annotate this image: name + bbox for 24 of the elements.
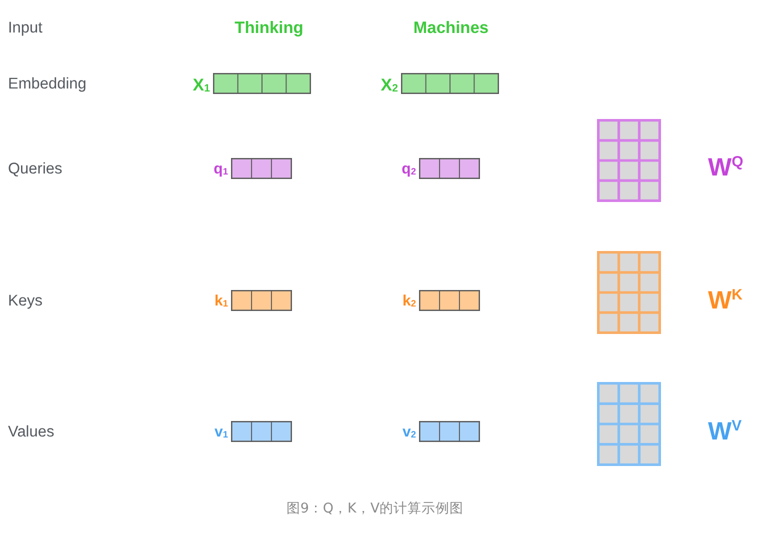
caption: 图9：Q，K，V的计算示例图 [286, 502, 464, 516]
row-label: Input [8, 20, 42, 36]
matrix-label: W$^{K}$ [708, 288, 742, 314]
matrix-grid [597, 382, 661, 466]
vector-strip [231, 290, 292, 311]
row-label: Values [8, 424, 54, 440]
matrix-label: W$^{V}$ [708, 420, 742, 444]
row-label: Embedding [8, 76, 86, 92]
matrix-grid [597, 119, 661, 202]
vector-strip [213, 73, 311, 94]
vector-strip [231, 158, 292, 179]
matrix-grid [597, 251, 661, 334]
matrix-label: W$^{Q}$ [708, 156, 744, 180]
vector-strip [419, 290, 480, 311]
vector-label: X$_{2}$ [380, 76, 398, 93]
vector-strip [231, 421, 292, 442]
word-label: Machines [413, 20, 489, 36]
word-label: Thinking [234, 20, 304, 36]
vector-label: X$_{1}$ [192, 76, 210, 93]
row-label: Queries [8, 161, 62, 177]
vector-strip [419, 158, 480, 179]
vector-strip [401, 73, 499, 94]
row-label: Keys [8, 293, 42, 309]
vector-strip [419, 421, 480, 442]
